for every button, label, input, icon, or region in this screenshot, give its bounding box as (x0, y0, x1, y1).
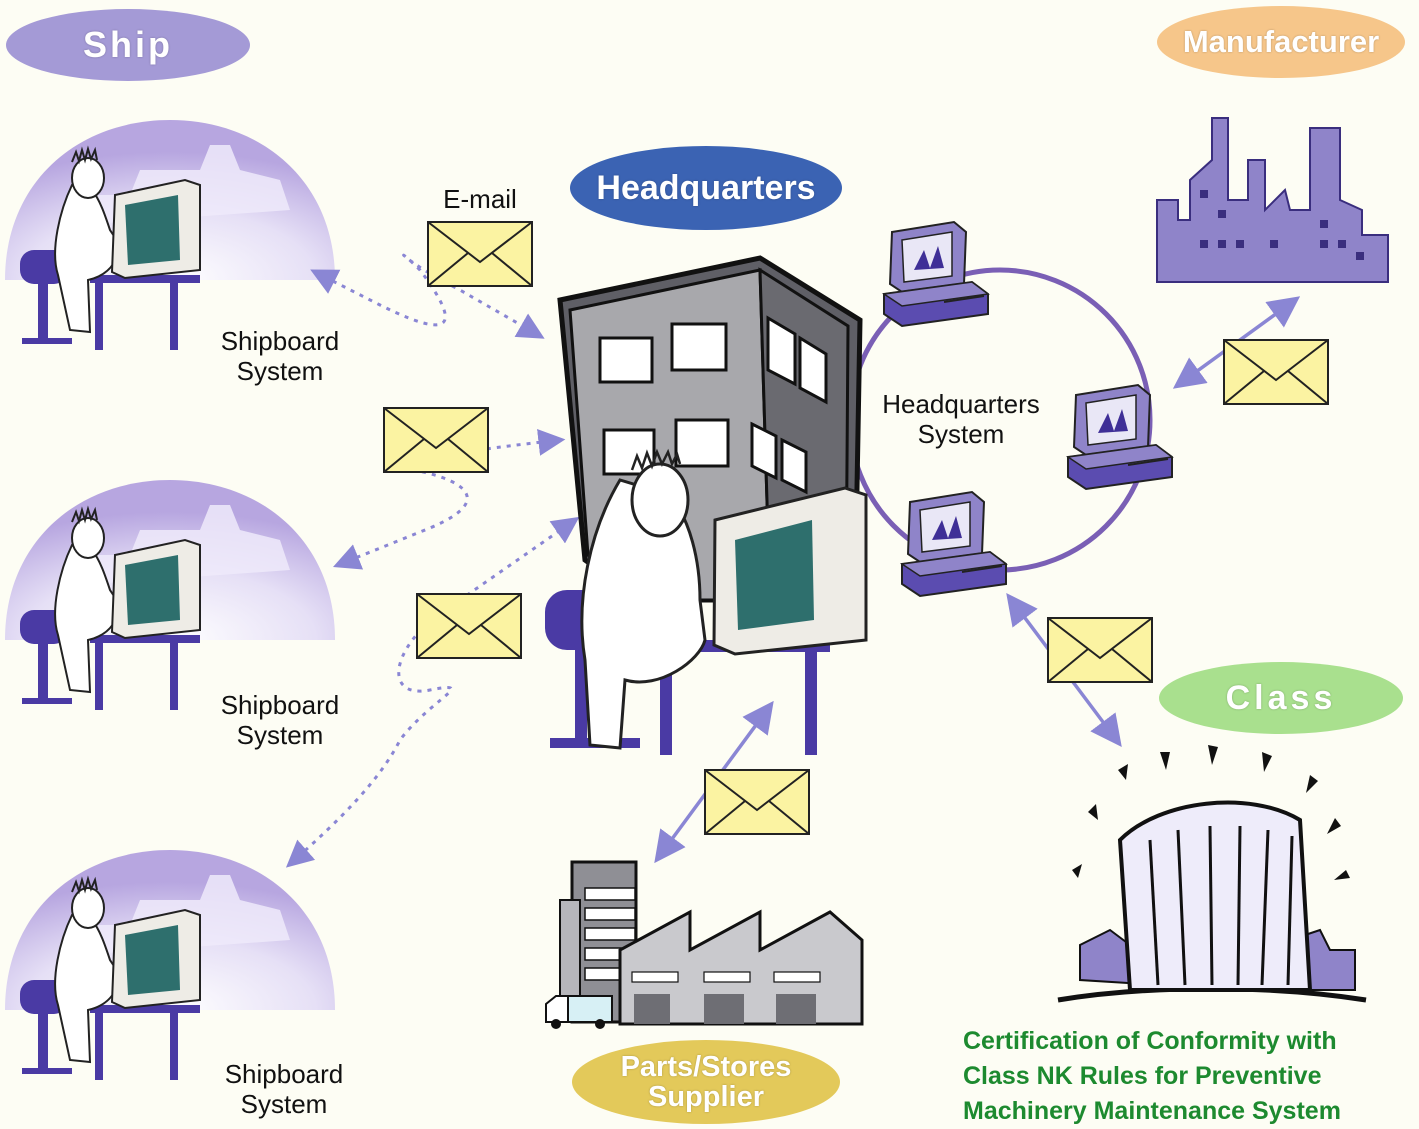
envelope-icon-email (427, 221, 533, 287)
shipboard-station-2 (4, 479, 336, 711)
certification-text: Certification of Conformity with Class N… (963, 1027, 1341, 1125)
manufacturer-factory-icon (1156, 117, 1389, 283)
envelope-icon-supplier (704, 769, 810, 835)
manufacturer-pill-shape (1157, 6, 1405, 78)
ship-pill-shape (6, 9, 250, 81)
email-route-ship3-hq (285, 516, 580, 868)
envelope-icon-ship2 (383, 407, 489, 473)
email-route-ship1-hq (310, 253, 545, 339)
class-building-icon (1057, 745, 1367, 1003)
headquarters-pill-shape (570, 146, 842, 230)
envelope-icon-ship3 (416, 593, 522, 659)
envelope-icon-class (1047, 617, 1153, 683)
supplier-pill-shape (572, 1040, 840, 1124)
workstation-icon-right (1067, 384, 1173, 490)
ship-label: Ship (83, 24, 173, 65)
class-pill-shape (1159, 662, 1403, 734)
supplier-label: Parts/Stores Supplier (620, 1051, 792, 1113)
headquarters-operator-icon (545, 448, 868, 755)
class-label: Class (1225, 678, 1337, 717)
email-label: E-mail (443, 184, 517, 214)
shipboard-station-3 (4, 849, 336, 1081)
truck-icon (545, 995, 613, 1029)
shipboard-station-1 (4, 119, 336, 351)
workstation-icon-bottom (901, 491, 1007, 597)
supplier-factory-icon (545, 860, 864, 1029)
envelope-icon-manufacturer (1223, 339, 1329, 405)
headquarters-label: Headquarters (596, 168, 816, 207)
manufacturer-label: Manufacturer (1182, 24, 1380, 59)
